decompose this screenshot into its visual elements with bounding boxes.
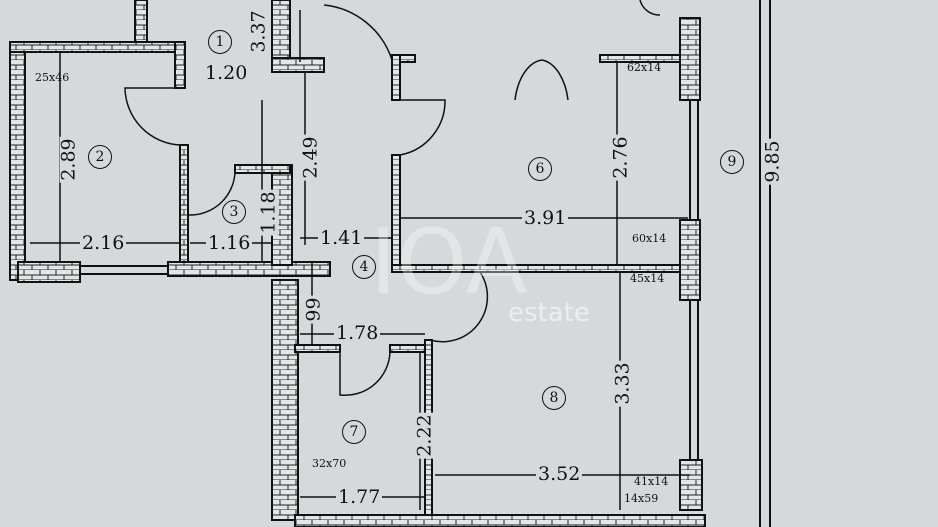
room-number-9: 9 [720,150,744,174]
wall [679,459,703,511]
wall [174,41,186,89]
wall [134,0,148,43]
dim-1-41: 1.41 [318,227,365,249]
dim-3-37: 3.37 [247,8,270,55]
watermark-text: estate [508,298,590,328]
room-number-3: 3 [222,200,246,224]
wall [271,279,299,521]
wall [391,54,401,101]
room-number-4: 4 [352,255,376,279]
walls [9,0,706,527]
dim-3-52: 3.52 [536,463,583,485]
dim-1-78: 1.78 [334,322,381,344]
wall [294,344,341,353]
opening-25x46: 25x46 [35,71,70,84]
wall [294,514,706,527]
wall [679,219,701,301]
opening-60x14: 60x14 [632,232,667,245]
opening-41x14: 41x14 [634,475,669,488]
opening-62x14: 62x14 [627,61,662,74]
wall [9,41,181,53]
wall [9,41,26,281]
dim-1-20: 1.20 [203,62,250,84]
opening-32x70: 32x70 [312,457,347,470]
opening-14x59: 14x59 [624,492,659,505]
dim-2-16: 2.16 [80,232,127,254]
opening-45x14: 45x14 [630,272,665,285]
wall [679,17,701,101]
dim-3-91: 3.91 [522,207,569,229]
watermark-logo: IOA [370,210,528,315]
dim-2-76: 2.76 [609,134,632,181]
room-number-2: 2 [88,145,112,169]
wall [17,261,81,283]
dim-2-22: 2.22 [413,412,436,459]
room-number-1: 1 [208,30,232,54]
room-number-8: 8 [542,386,566,410]
wall [167,261,331,277]
dim-1-18: 1.18 [257,189,280,236]
doors [124,0,661,397]
room-number-7: 7 [342,420,366,444]
dim-2-49: 2.49 [299,134,322,181]
dim-99: 99 [302,295,325,324]
dim-2-89: 2.89 [57,136,80,183]
wall [179,144,189,264]
dim-1-16: 1.16 [206,232,253,254]
dim-3-33: 3.33 [611,360,634,407]
dim-9-85: 9.85 [761,138,784,185]
wall [271,57,325,73]
dim-1-77: 1.77 [336,486,383,508]
room-number-6: 6 [528,157,552,181]
